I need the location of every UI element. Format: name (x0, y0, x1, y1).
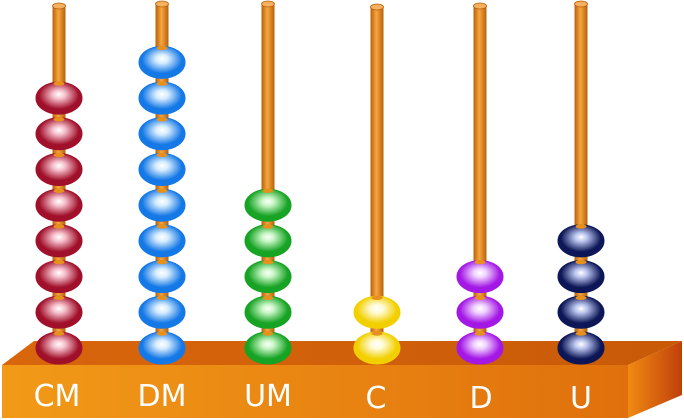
bead (35, 295, 83, 329)
bead (138, 45, 186, 79)
bead-hole (53, 117, 65, 122)
bead-hole (53, 331, 65, 336)
bead-hole (575, 224, 587, 229)
bead (456, 295, 504, 329)
column-cm (35, 2, 83, 365)
bead-hole (156, 224, 168, 229)
bead-hole (156, 259, 168, 265)
bead-hole (575, 259, 587, 265)
label-d: D (469, 381, 492, 416)
bead (35, 153, 83, 186)
bead (138, 117, 186, 151)
label-c: C (366, 381, 387, 416)
bead (244, 331, 292, 365)
rod-cap (52, 2, 66, 10)
bead (138, 260, 186, 294)
bead-hole (262, 224, 274, 229)
label-cm: CM (34, 379, 81, 414)
rod-c (370, 7, 384, 352)
bead-hole (156, 152, 168, 158)
bead (557, 224, 605, 258)
rod-cap (473, 2, 487, 10)
bead-hole (575, 295, 587, 300)
bead (353, 331, 401, 365)
column-c (353, 3, 401, 365)
bead (138, 188, 186, 222)
bead-hole (156, 117, 168, 122)
bead-hole (156, 45, 168, 51)
bead (138, 153, 186, 186)
label-um: UM (244, 379, 292, 414)
abacus-columns (35, 0, 605, 365)
bead-hole (156, 188, 168, 193)
bead-hole (262, 259, 274, 265)
bead-hole (262, 295, 274, 300)
bead (138, 295, 186, 329)
bead-hole (575, 331, 587, 336)
rod-cap (370, 3, 384, 11)
bead (557, 331, 605, 365)
base-front (2, 365, 628, 418)
bead (244, 260, 292, 294)
bead (138, 224, 186, 258)
bead-hole (474, 259, 486, 265)
bead (138, 81, 186, 115)
bead-hole (53, 188, 65, 193)
bead (35, 117, 83, 151)
bead (557, 260, 605, 294)
column-um (244, 0, 292, 365)
bead (35, 331, 83, 365)
column-labels: CM DM UM C D U (34, 379, 592, 416)
bead-hole (53, 224, 65, 229)
bead-hole (474, 295, 486, 300)
bead (35, 224, 83, 258)
bead-hole (262, 188, 274, 193)
bead (456, 331, 504, 365)
bead-hole (53, 152, 65, 158)
bead (244, 295, 292, 329)
bead (244, 188, 292, 222)
bead-hole (156, 331, 168, 336)
bead-hole (53, 295, 65, 300)
label-dm: DM (138, 379, 187, 414)
bead-hole (53, 81, 65, 86)
bead (138, 331, 186, 365)
bead (244, 224, 292, 258)
rod-cap (155, 0, 169, 8)
label-u: U (570, 381, 592, 416)
bead (35, 188, 83, 222)
rod-cap (261, 0, 275, 8)
bead (353, 295, 401, 329)
rod-cap (574, 0, 588, 8)
bead (35, 81, 83, 115)
base-side (628, 341, 682, 418)
bead-hole (156, 295, 168, 300)
bead-hole (53, 259, 65, 265)
column-u (557, 0, 605, 365)
column-dm (138, 0, 186, 365)
bead (557, 295, 605, 329)
column-d (456, 2, 504, 365)
bead-hole (262, 331, 274, 336)
bead (35, 260, 83, 294)
bead (456, 260, 504, 294)
bead-hole (156, 81, 168, 86)
bead-hole (371, 295, 383, 300)
bead-hole (371, 331, 383, 336)
bead-hole (474, 331, 486, 336)
